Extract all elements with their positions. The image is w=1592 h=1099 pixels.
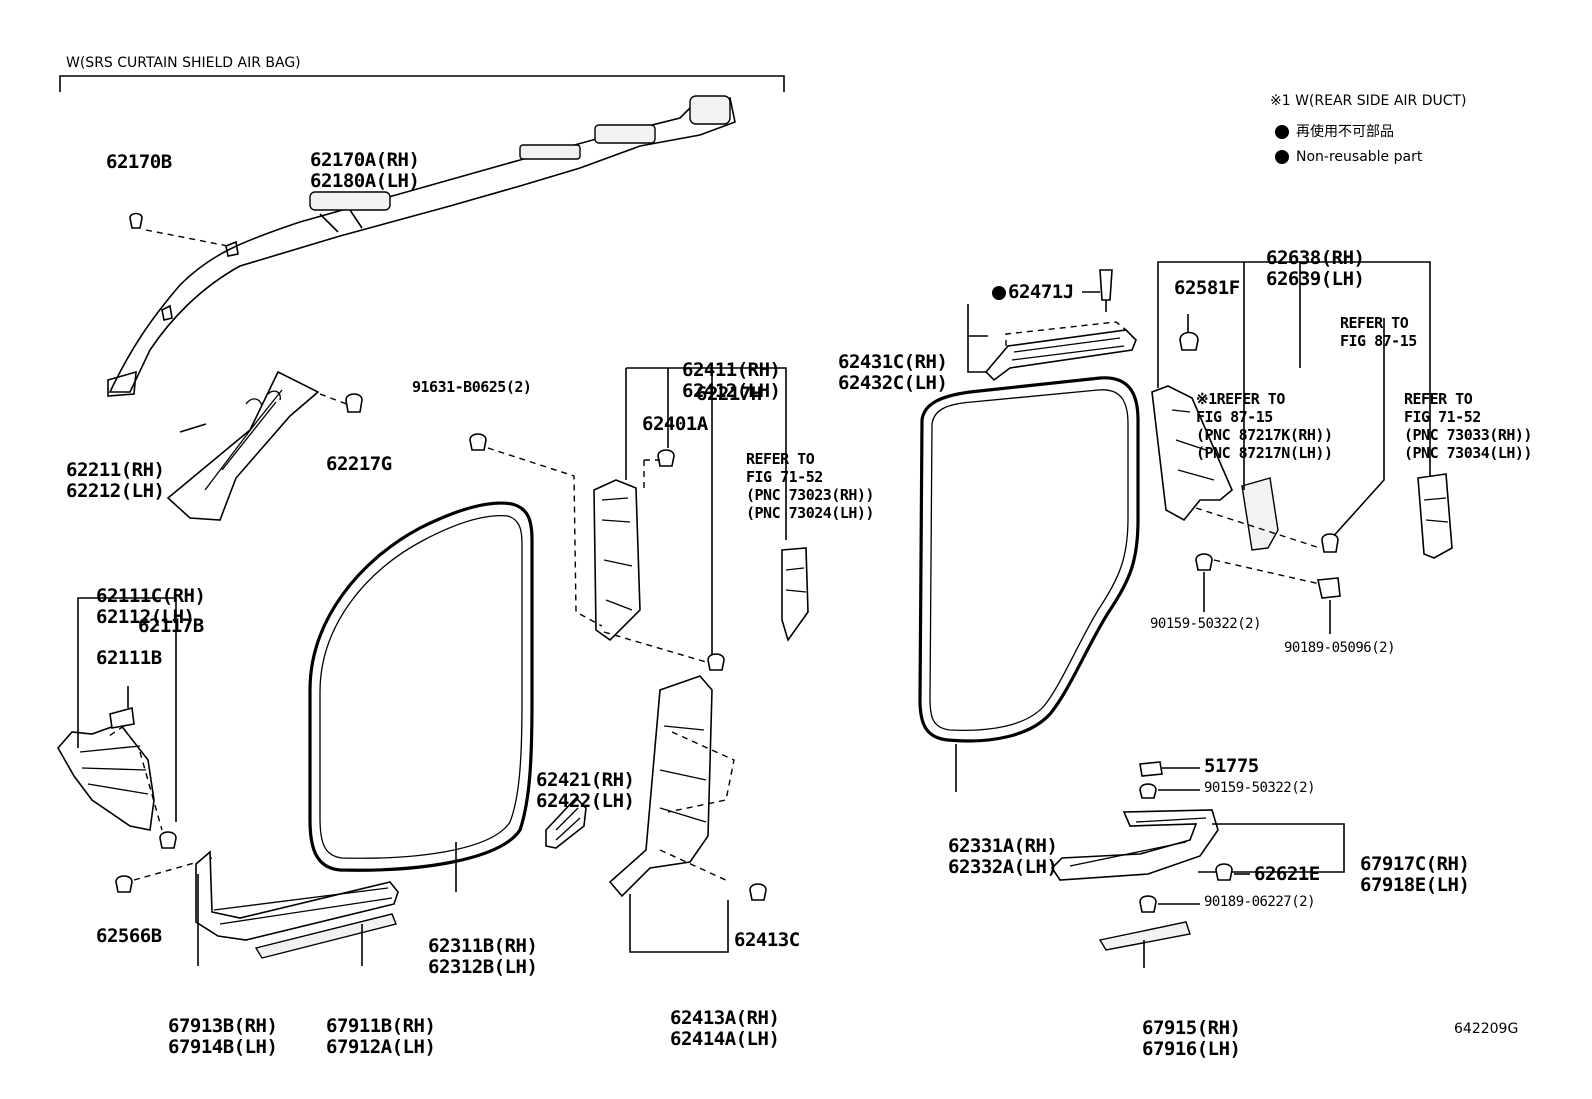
label-62111b[interactable]: 62111B [96,647,162,669]
cowl-side-trim [57,723,155,831]
label-51775[interactable]: 51775 [1204,755,1259,777]
label-67917c[interactable]: 67917C(RH)67918E(LH) [1360,853,1470,896]
label-67911b[interactable]: 67911B(RH)67912A(LH) [326,1015,436,1058]
label-62413a[interactable]: 62413A(RH)62414A(LH) [670,1007,780,1050]
label-67913b[interactable]: 67913B(RH)67914B(LH) [168,1015,278,1058]
roof-side-garnish [984,329,1137,382]
label-62471j[interactable]: 62471J [1008,281,1074,303]
rear-door-weatherstrip [918,376,1140,743]
label-62413c[interactable]: 62413C [734,929,800,951]
clip-90189-a [1317,577,1341,599]
label-62621e[interactable]: 62621E [1254,863,1320,885]
label-62117b[interactable]: 62117B [138,615,204,637]
bolt-90159-b [1139,783,1157,799]
clip-62471j [1099,269,1113,301]
clip-62117b [159,831,177,849]
figure-id: 642209G [1454,1021,1519,1037]
label-62581f[interactable]: 62581F [1174,277,1240,299]
clip-62401a [657,449,675,467]
label-90189-lower[interactable]: 90189-06227(2) [1204,894,1316,910]
label-62217h[interactable]: 62217H [696,383,762,405]
clip-62413c [749,883,767,901]
label-62566b[interactable]: 62566B [96,925,162,947]
clip-62170b [129,212,143,229]
label-62411[interactable]: 62411(RH)62412(LH) [682,359,781,402]
center-pillar-garnish-lower [608,675,713,898]
legend-non-reusable-jp: 再使用不可部品 [1296,124,1394,140]
label-62311b[interactable]: 62311B(RH)62312B(LH) [428,935,538,978]
front-scuff-plate [195,850,399,959]
label-90159-lower[interactable]: 90159-50322(2) [1204,780,1316,796]
clip-62217h [707,653,725,671]
srs-group-bracket [59,75,785,92]
curtain-airbag-part [107,95,736,397]
front-pillar-garnish [166,370,320,521]
clip-62111b [109,706,135,729]
belt-cover-ref-a [781,547,809,642]
bolt-90159-a [1195,553,1213,571]
non-reusable-bullet-icon [992,286,1006,300]
label-62331a[interactable]: 62331A(RH)62332A(LH) [948,835,1058,878]
label-62217g[interactable]: 62217G [326,453,392,475]
bolt-91631 [469,433,487,451]
clip-62581f [1179,331,1199,351]
front-door-weatherstrip [308,501,534,872]
cap-51775 [1139,761,1163,777]
non-reusable-bullet-icon [1275,150,1289,164]
clip-62621e [1215,863,1233,881]
label-62170a[interactable]: 62170A(RH)62180A(LH) [310,149,420,192]
clip-62566b [115,875,133,893]
label-90189-upper[interactable]: 90189-05096(2) [1284,640,1396,656]
label-62111c[interactable]: 62111C(RH)62112(LH) [96,585,206,628]
label-62431c[interactable]: 62431C(RH)62432C(LH) [838,351,948,394]
label-62638[interactable]: 62638(RH)62639(LH) [1266,247,1365,290]
label-62170b[interactable]: 62170B [106,151,172,173]
rear-scuff-plate [1050,809,1219,951]
clip-90189-b [1139,895,1157,913]
label-90159-upper[interactable]: 90159-50322(2) [1150,616,1262,632]
label-62421[interactable]: 62421(RH)62422(LH) [536,769,635,812]
center-pillar-garnish-upper [593,479,641,642]
non-reusable-bullet-icon [1275,125,1289,139]
note-rear-side-air-duct: ※1 W(REAR SIDE AIR DUCT) [1270,93,1467,109]
belt-cover-ref-b [1417,473,1453,559]
label-91631[interactable]: 91631-B0625(2) [412,378,532,396]
label-62401a[interactable]: 62401A [642,413,708,435]
legend-non-reusable-en: Non-reusable part [1296,149,1423,165]
clip-ref-87-15 [1321,533,1339,553]
label-67915[interactable]: 67915(RH)67916(LH) [1142,1017,1241,1060]
quarter-pillar-garnish [1151,385,1279,551]
label-62211[interactable]: 62211(RH)62212(LH) [66,459,165,502]
clip-62217g [345,393,363,413]
srs-curtain-airbag-label: W(SRS CURTAIN SHIELD AIR BAG) [66,55,301,71]
